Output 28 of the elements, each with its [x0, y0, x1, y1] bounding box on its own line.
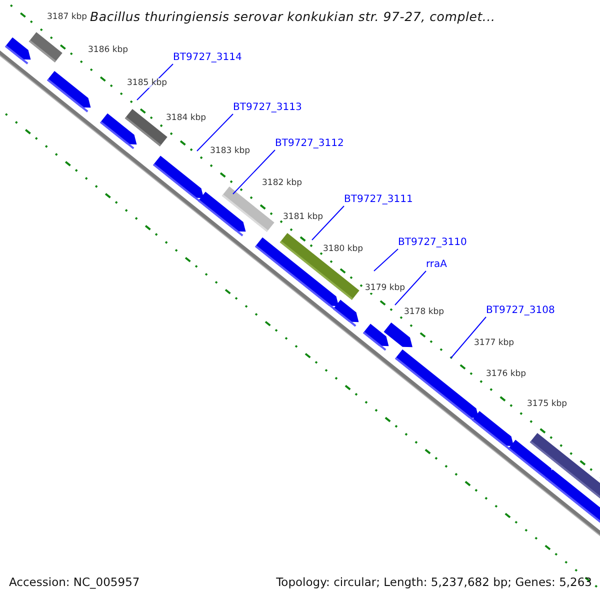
accession-text: Accession: NC_005957	[9, 574, 140, 591]
position-label: 3177 kbp	[474, 338, 514, 348]
position-label: 3178 kbp	[404, 307, 444, 317]
leader-line	[450, 316, 486, 358]
position-label: 3175 kbp	[527, 399, 568, 409]
position-label: 3179 kbp	[365, 283, 406, 293]
position-label: 3185 kbp	[127, 78, 168, 88]
leader-line	[374, 248, 398, 272]
gene-label: rraA	[426, 258, 448, 271]
position-label: 3184 kbp	[166, 113, 206, 123]
leader-line	[394, 270, 426, 306]
position-label: 3182 kbp	[262, 178, 302, 188]
leader-line	[196, 114, 234, 152]
gene-label: BT9727_3112	[275, 137, 344, 150]
gene-label: BT9727_3111	[344, 193, 413, 206]
position-label: 3183 kbp	[210, 146, 250, 156]
position-label: 3186 kbp	[88, 45, 128, 55]
genome-summary-text: Topology: circular; Length: 5,237,682 bp; Genes: 5,263	[276, 574, 592, 591]
position-label: 3181 kbp	[283, 212, 324, 222]
leader-line	[232, 150, 276, 194]
gene-label: BT9727_3114	[173, 51, 242, 64]
position-label: 3180 kbp	[323, 244, 364, 254]
position-label: 3176 kbp	[486, 369, 526, 379]
gene-label: BT9727_3110	[398, 236, 467, 249]
gene-label: BT9727_3108	[486, 304, 555, 317]
leader-line	[312, 206, 344, 240]
gene-label: BT9727_3113	[233, 101, 302, 114]
position-label: 3187 kbp	[47, 12, 88, 22]
